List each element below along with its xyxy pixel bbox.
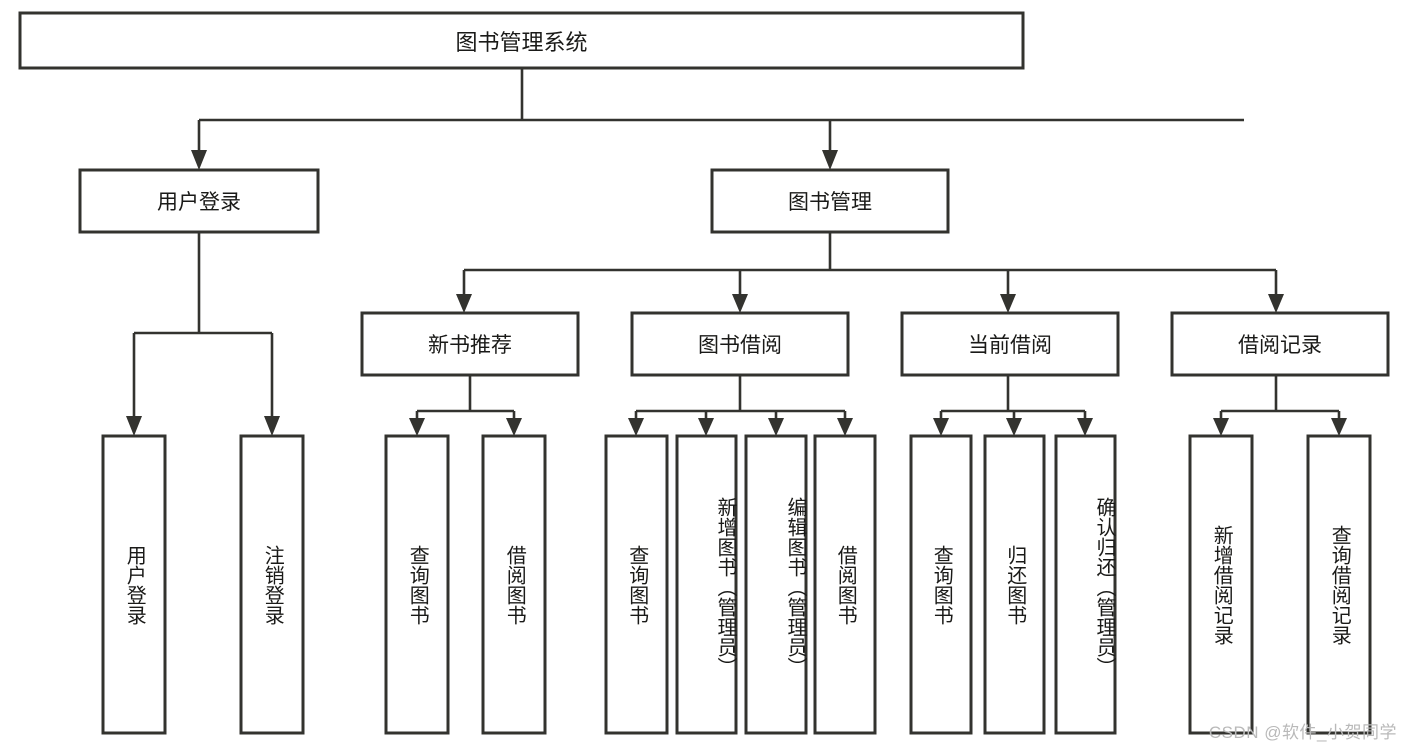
- node-box-system-root[interactable]: [18, 11, 1025, 70]
- arrowhead-leaf-user-login: [126, 416, 142, 436]
- connector-group-book-mgmt: [456, 232, 1284, 313]
- connector-group-borrow-record: [1213, 375, 1347, 436]
- arrowhead-leaf-add-record: [1213, 418, 1229, 436]
- leaf-box-return-book[interactable]: [983, 434, 1046, 735]
- arrowhead-new-book: [456, 294, 472, 313]
- leaf-box-user-login[interactable]: [101, 434, 167, 735]
- arrowhead-leaf-return-book: [1006, 418, 1022, 436]
- leaf-box-add-book-admin[interactable]: [675, 434, 738, 735]
- leaf-box-add-borrow-record[interactable]: [1188, 434, 1254, 735]
- arrowhead-leaf-query-record: [1331, 418, 1347, 436]
- leaf-box-confirm-return-admin[interactable]: [1054, 434, 1117, 735]
- arrowhead-leaf-logout: [264, 416, 280, 436]
- arrowhead-leaf-add-book: [698, 418, 714, 436]
- arrowhead-leaf-edit-book: [768, 418, 784, 436]
- arrowhead-user-login: [191, 150, 207, 170]
- arrowhead-leaf-borrow-book-2: [837, 418, 853, 436]
- connector-group-new-book: [409, 375, 522, 436]
- leaf-box-borrow-book[interactable]: [813, 434, 877, 735]
- watermark-text: CSDN @软件_小贺同学: [1208, 723, 1397, 742]
- arrowhead-leaf-query-book-3: [933, 418, 949, 436]
- node-box-current-borrow[interactable]: [900, 311, 1120, 377]
- node-box-user-login[interactable]: [78, 168, 320, 234]
- leaf-box-borrow-book-newbook[interactable]: [481, 434, 547, 735]
- leaf-box-query-book-newbook[interactable]: [384, 434, 450, 735]
- arrowhead-leaf-query-book-1: [409, 418, 425, 436]
- arrowhead-leaf-confirm-return: [1077, 418, 1093, 436]
- leaf-box-query-book-current[interactable]: [909, 434, 973, 735]
- node-box-book-borrow[interactable]: [630, 311, 850, 377]
- leaf-box-query-book-borrow[interactable]: [604, 434, 669, 735]
- arrowhead-current-borrow: [1000, 294, 1016, 313]
- connector-group-root: [191, 68, 1244, 170]
- arrowhead-leaf-borrow-book-1: [506, 418, 522, 436]
- node-box-new-book-recommend[interactable]: [360, 311, 580, 377]
- connector-group-user-login: [126, 232, 280, 436]
- connector-group-book-borrow: [628, 375, 853, 436]
- arrowhead-book-mgmt: [822, 150, 838, 170]
- connector-group-current-borrow: [933, 375, 1093, 436]
- leaf-box-query-borrow-record[interactable]: [1306, 434, 1372, 735]
- node-box-book-management[interactable]: [710, 168, 950, 234]
- arrowhead-leaf-query-book-2: [628, 418, 644, 436]
- arrowhead-book-borrow: [732, 294, 748, 313]
- leaf-box-edit-book-admin[interactable]: [744, 434, 808, 735]
- node-box-borrow-record[interactable]: [1170, 311, 1390, 377]
- leaf-box-logout[interactable]: [239, 434, 305, 735]
- arrowhead-borrow-record: [1268, 294, 1284, 313]
